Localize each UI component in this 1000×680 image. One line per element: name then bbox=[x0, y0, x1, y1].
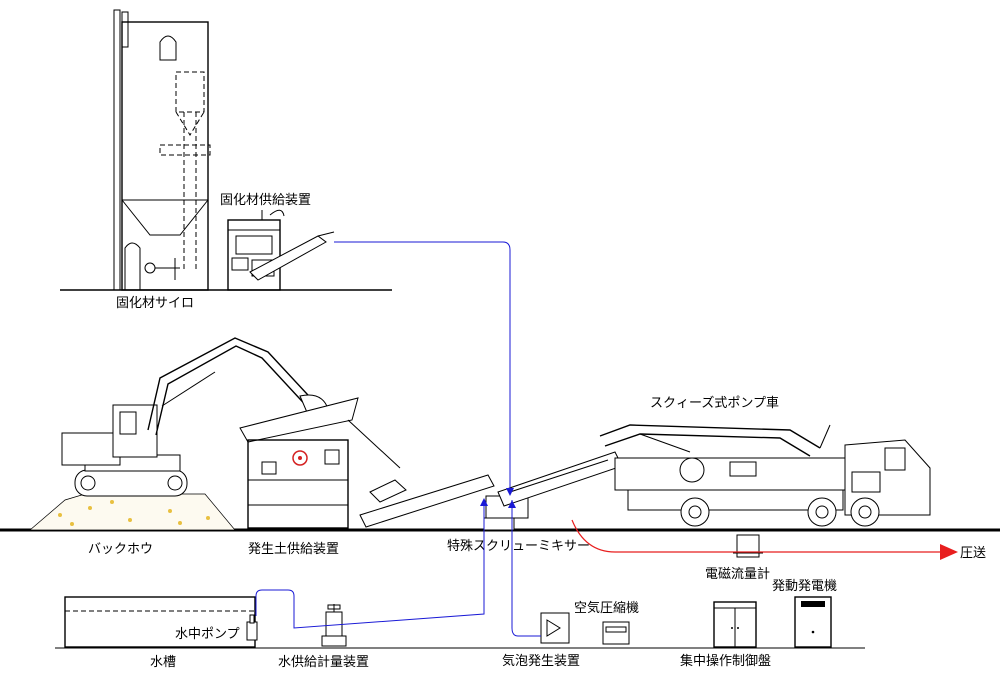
screw-mixer-label: 特殊スクリューミキサー bbox=[447, 539, 590, 554]
control-panel bbox=[713, 601, 757, 648]
water-meter-label: 水供給計量装置 bbox=[278, 654, 369, 670]
water-flow-line bbox=[255, 506, 485, 629]
water-meter bbox=[321, 604, 347, 647]
backhoe-label: バックホウ bbox=[88, 542, 153, 557]
binder-feeder bbox=[227, 209, 335, 291]
water-tank-label: 水槽 bbox=[150, 655, 176, 670]
pressure-pipe bbox=[571, 519, 940, 553]
squeeze-pump-truck bbox=[599, 424, 931, 527]
generator-label: 発動発電機 bbox=[772, 579, 837, 594]
flow-lines bbox=[255, 241, 541, 637]
backhoe bbox=[29, 337, 331, 531]
water-flow-arrow bbox=[480, 498, 488, 506]
screw-mixer bbox=[483, 451, 623, 531]
soil-conveyor bbox=[359, 474, 495, 528]
pressure-out-label: 圧送 bbox=[960, 546, 986, 561]
flowmeter bbox=[733, 534, 763, 558]
binder-flow-line bbox=[334, 241, 511, 488]
generator bbox=[794, 596, 832, 648]
submersible-pump bbox=[246, 614, 258, 641]
air-compressor bbox=[602, 621, 630, 645]
pump-truck-label: スクィーズ式ポンプ車 bbox=[650, 395, 779, 411]
foam-flow-arrow bbox=[508, 500, 516, 508]
foam-generator bbox=[540, 612, 570, 644]
submersible-pump-label: 水中ポンプ bbox=[175, 627, 240, 642]
silo bbox=[113, 9, 211, 291]
silo-label: 固化材サイロ bbox=[116, 296, 194, 311]
air-compressor-label: 空気圧縮機 bbox=[574, 600, 639, 616]
binder-flow-arrow bbox=[506, 488, 514, 496]
soil-feeder bbox=[239, 397, 407, 529]
pressure-arrow bbox=[940, 544, 958, 560]
foam-flow-line bbox=[511, 500, 541, 637]
control-panel-label: 集中操作制御盤 bbox=[680, 653, 771, 669]
soil-feeder-label: 発生土供給装置 bbox=[248, 542, 339, 557]
foam-generator-label: 気泡発生装置 bbox=[502, 653, 580, 669]
flowmeter-label: 電磁流量計 bbox=[705, 566, 770, 582]
binder-feeder-label: 固化材供給装置 bbox=[220, 193, 311, 208]
